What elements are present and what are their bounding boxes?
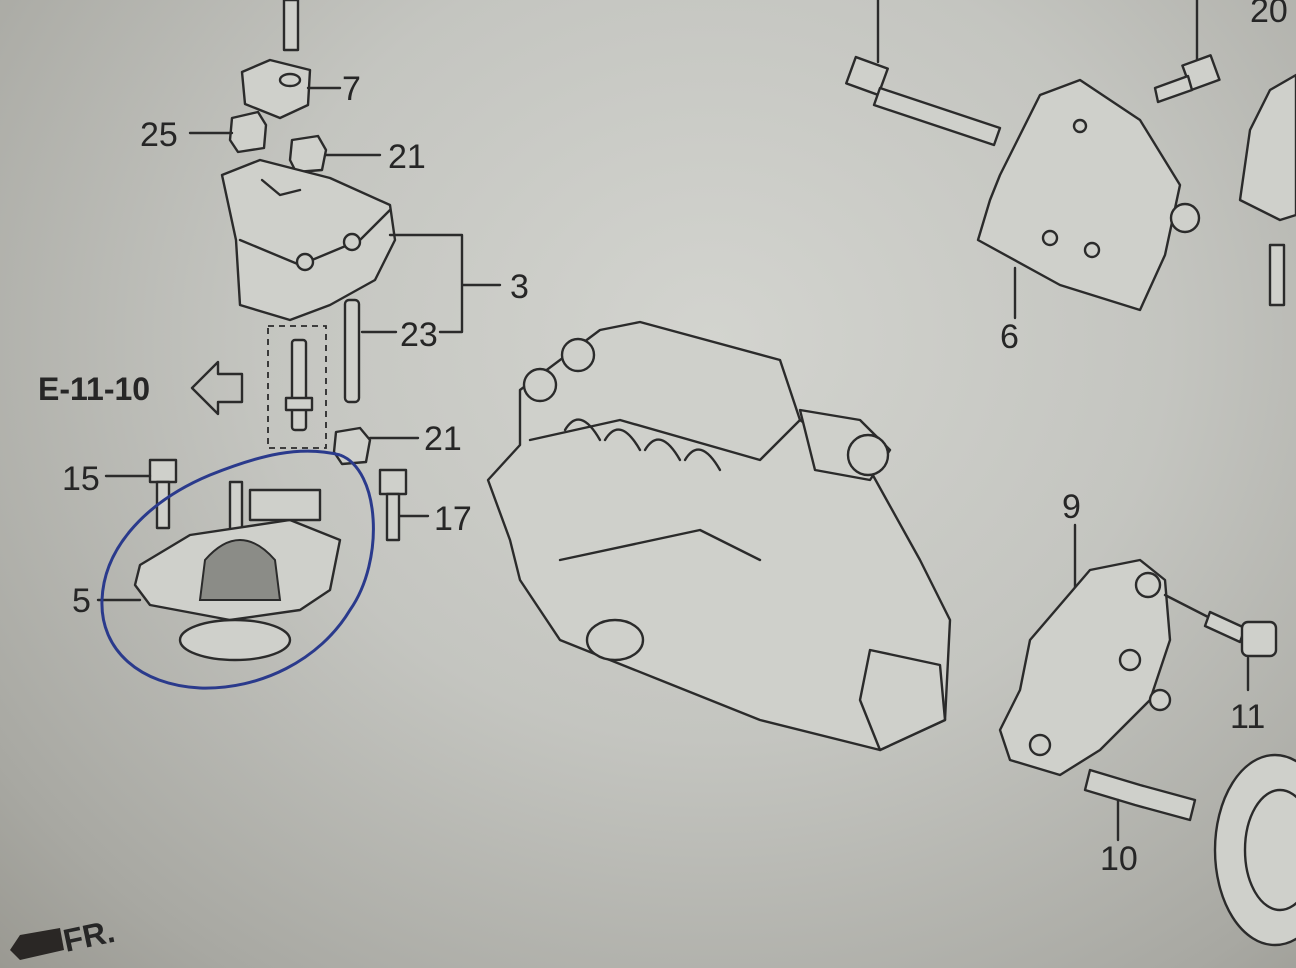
label-25: 25 (140, 116, 178, 154)
part-3-bracket (220, 158, 502, 334)
reference-arrow (190, 360, 244, 416)
stud-top (282, 0, 300, 52)
part-21-nut-upper (288, 134, 382, 174)
label-5: 5 (72, 582, 91, 620)
label-9: 9 (1062, 488, 1081, 526)
front-arrow (10, 928, 64, 960)
label-17: 17 (434, 500, 472, 538)
part-20-edge (1238, 73, 1296, 307)
label-20: 20 (1250, 0, 1288, 30)
part-9-bracket (998, 523, 1172, 777)
reference-label: E-11-10 (38, 371, 150, 407)
engine-block (486, 320, 952, 752)
part-25-nut (188, 110, 268, 154)
label-3: 3 (510, 268, 529, 306)
part-11-bolt (1163, 593, 1278, 692)
highlight-circle (100, 449, 375, 690)
front-label: FR. (60, 913, 118, 959)
label-15: 15 (62, 460, 100, 498)
part-7-stopper (240, 58, 342, 120)
label-10: 10 (1100, 840, 1138, 878)
part-5-engine-mount (96, 480, 342, 662)
part-23-stud (267, 298, 398, 449)
label-21-upper: 21 (388, 138, 426, 176)
label-7: 7 (342, 70, 361, 108)
part-15-bolt (104, 458, 178, 530)
pulley-edge (1213, 753, 1296, 947)
part-10-bolt (1083, 768, 1197, 842)
label-21-lower: 21 (424, 420, 462, 458)
label-11: 11 (1230, 698, 1265, 736)
label-6: 6 (1000, 318, 1019, 356)
part-17-bolt (378, 468, 430, 542)
label-23: 23 (400, 316, 438, 354)
part-6-bracket (845, 0, 1221, 320)
